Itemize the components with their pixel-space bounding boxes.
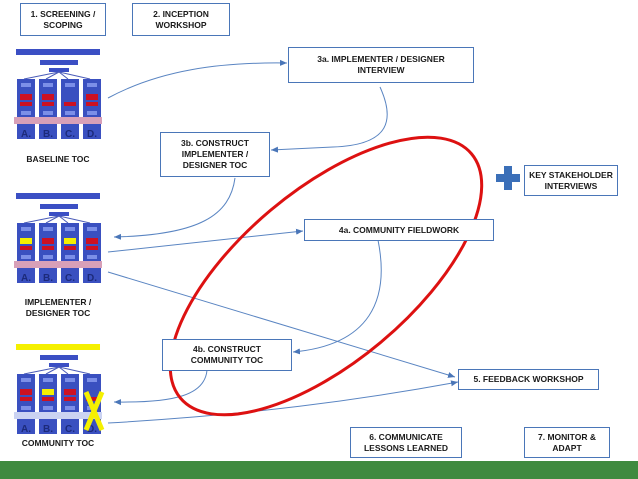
- highlight-ellipse: [168, 135, 484, 417]
- construct-community-toc-box[interactable]: 4b. CONSTRUCT COMMUNITY TOC: [162, 339, 292, 371]
- implementer-toc-label: IMPLEMENTER / DESIGNER TOC: [24, 297, 92, 318]
- arrow-implementer-to-4a: [107, 228, 304, 253]
- monitor-adapt-box[interactable]: 7. MONITOR & ADAPT: [524, 427, 610, 458]
- construct-implementer-toc-box[interactable]: 3b. CONSTRUCT IMPLEMENTER / DESIGNER TOC: [160, 132, 270, 177]
- implementer-interview-box[interactable]: 3a. IMPLEMENTER / DESIGNER INTERVIEW: [288, 47, 474, 83]
- arrow-3a-to-3b: [270, 86, 388, 153]
- feedback-workshop-box[interactable]: 5. FEEDBACK WORKSHOP: [458, 369, 599, 390]
- arrow-4a-to-4b: [292, 239, 382, 355]
- arrow-baseline-to-3a: [107, 59, 288, 99]
- communicate-lessons-box[interactable]: 6. COMMUNICATE LESSONS LEARNED: [350, 427, 462, 458]
- community-toc-label: COMMUNITY TOC: [21, 438, 95, 448]
- community-fieldwork-box[interactable]: 4a. COMMUNITY FIELDWORK: [304, 219, 494, 241]
- key-stakeholder-box[interactable]: KEY STAKEHOLDER INTERVIEWS: [524, 165, 618, 196]
- arrow-community-to-5: [107, 380, 459, 424]
- plus-icon: [496, 166, 520, 190]
- inception-workshop-box[interactable]: 2. INCEPTION WORKSHOP: [132, 3, 230, 36]
- arrow-implementer-to-5: [107, 271, 456, 378]
- baseline-toc-label: BASELINE TOC: [26, 154, 90, 164]
- arrow-4b-to-community: [113, 369, 208, 406]
- arrow-3b-to-implementer: [113, 177, 236, 240]
- footer-bar: [0, 461, 638, 479]
- screening-scoping-box[interactable]: 1. SCREENING / SCOPING: [20, 3, 106, 36]
